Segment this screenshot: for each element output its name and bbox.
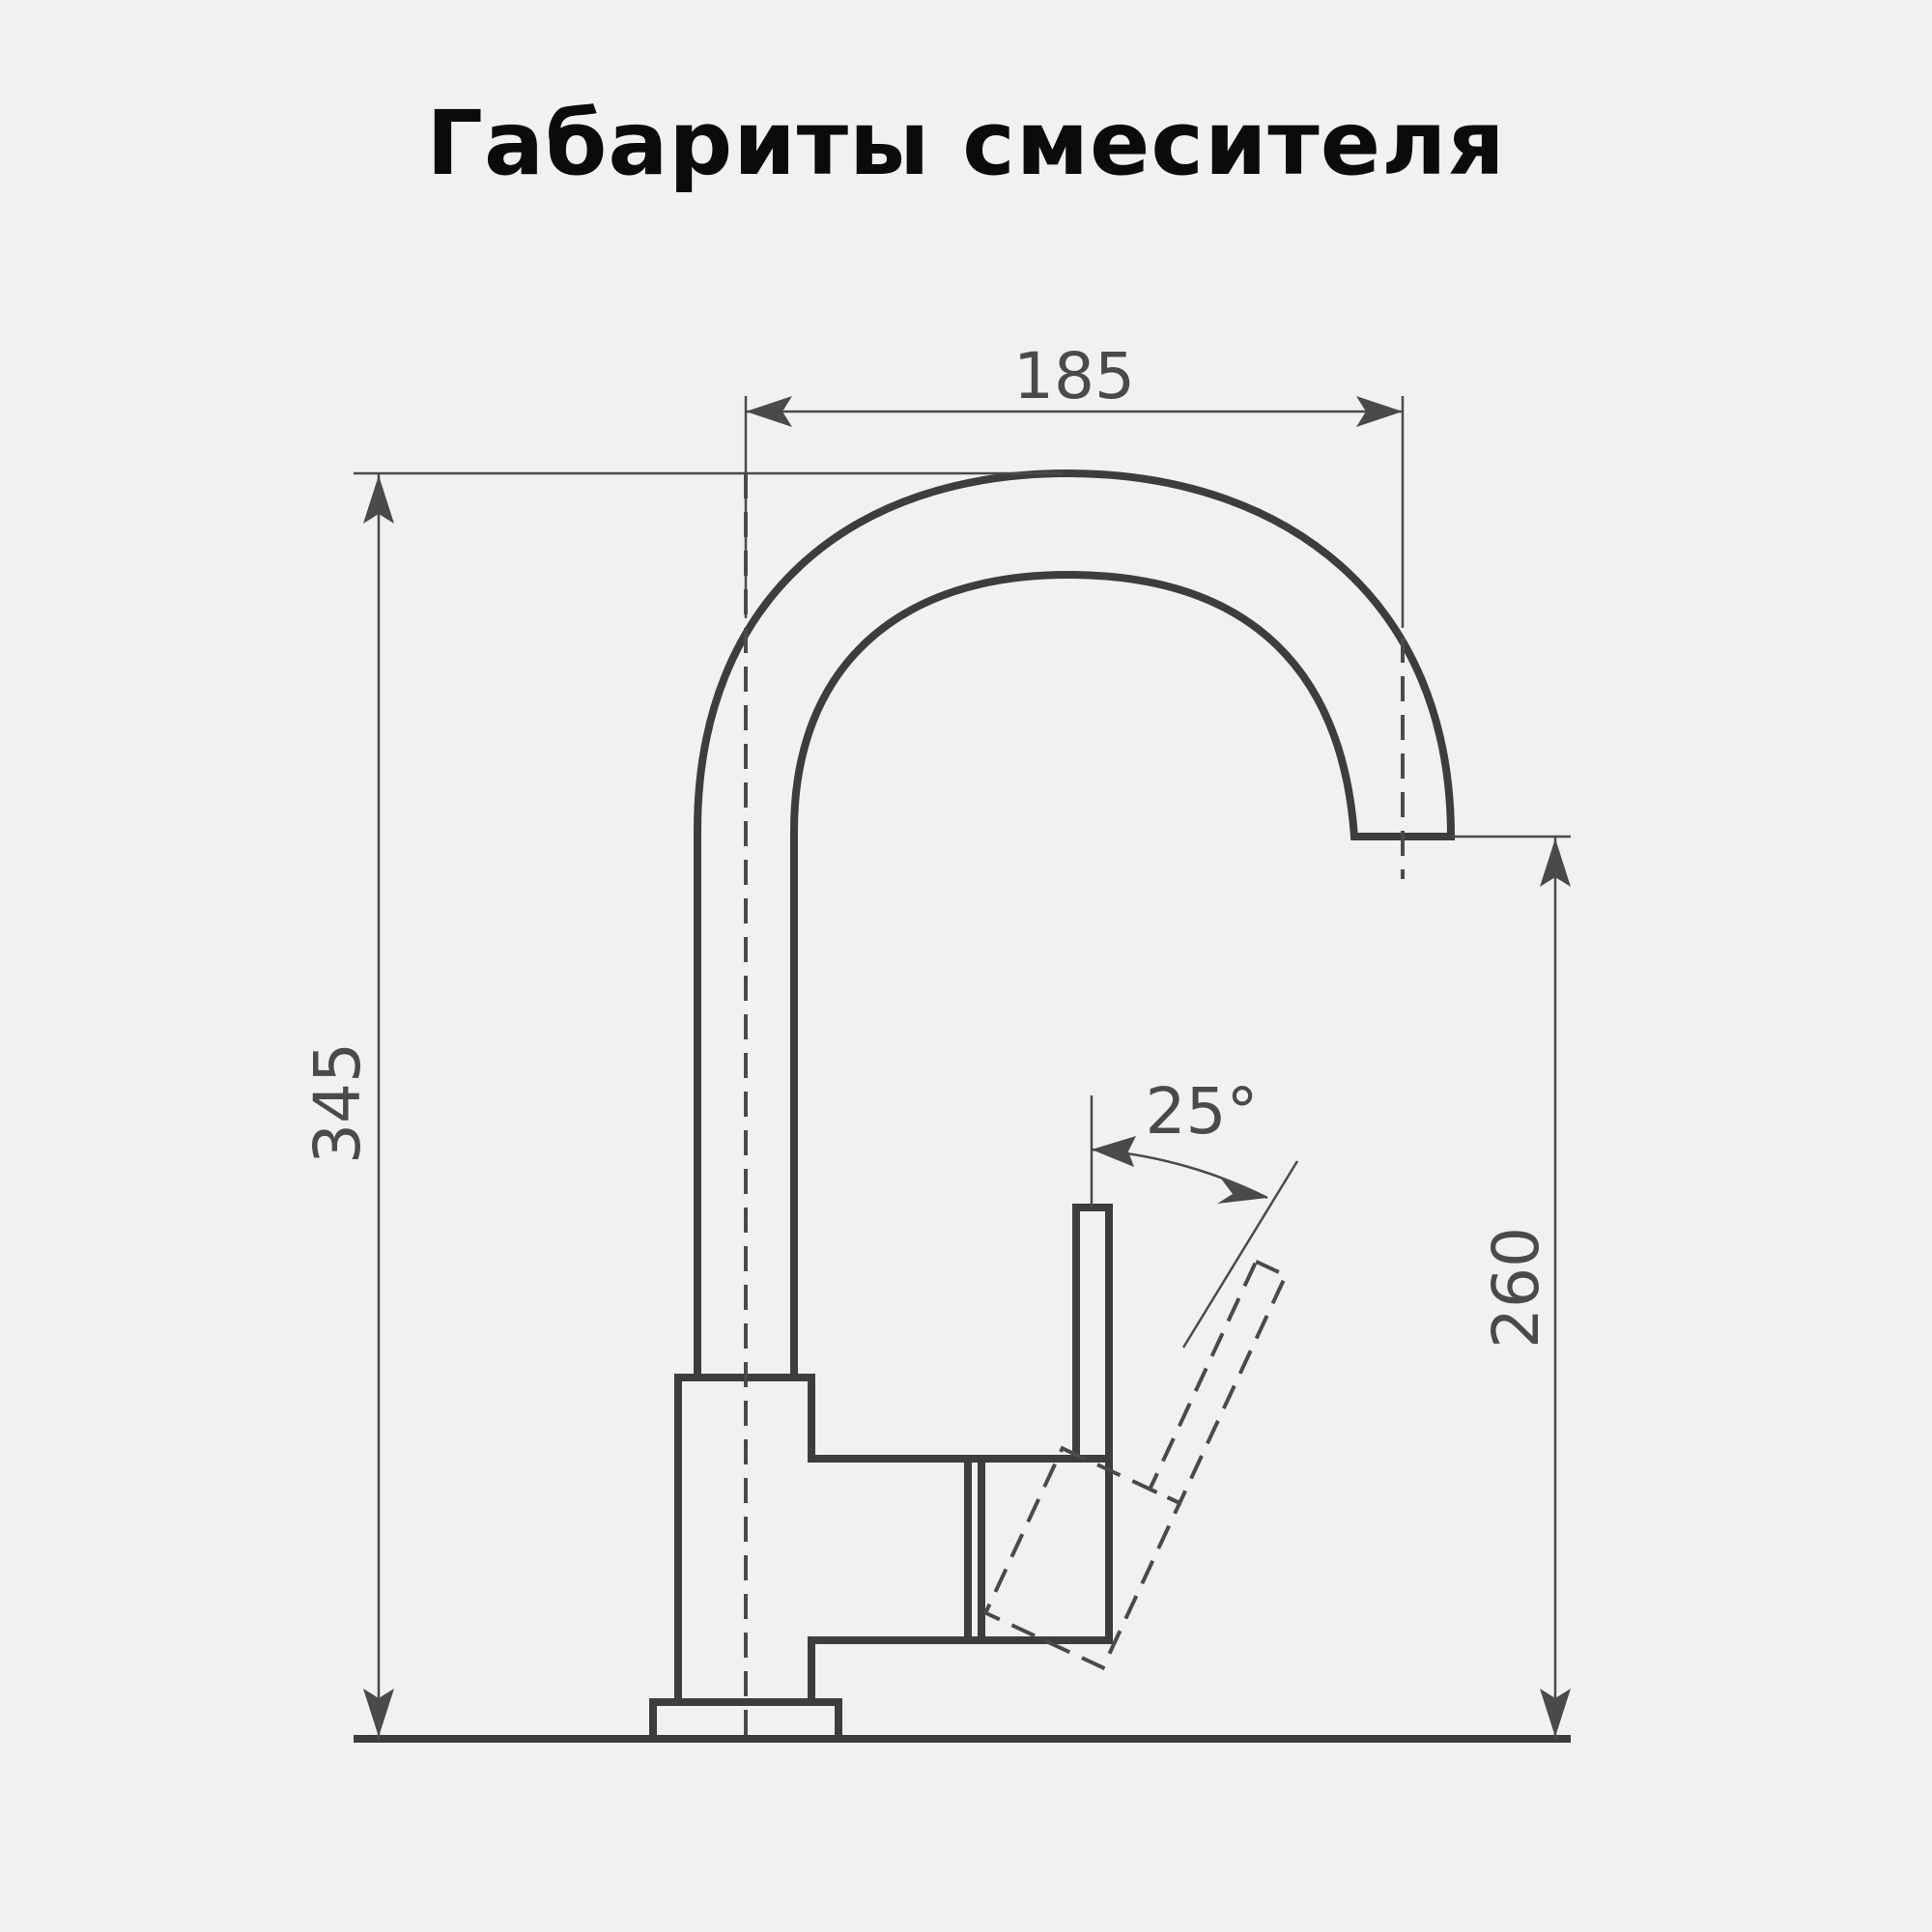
total-height-dimension: 345: [300, 473, 394, 1739]
lever-angle-label: 25°: [1146, 1074, 1259, 1149]
lever-angle-dimension: 25°: [1090, 1074, 1299, 1349]
lever-tilted-position: [982, 1259, 1289, 1670]
faucet-spout: [694, 469, 1456, 1378]
total-height-label: 345: [300, 1042, 375, 1164]
spout-height-dimension: 260: [1479, 837, 1571, 1739]
base-plate: [649, 1698, 842, 1743]
spout-height-label: 260: [1479, 1227, 1553, 1349]
lever-housing: [978, 1455, 1113, 1644]
reach-dimension: 185: [744, 339, 1405, 628]
diagram-title: Габариты смесителя: [426, 92, 1506, 195]
reach-dimension-label: 185: [1013, 339, 1135, 413]
faucet-body: [674, 1374, 972, 1702]
lever-handle: [1072, 1204, 1113, 1463]
